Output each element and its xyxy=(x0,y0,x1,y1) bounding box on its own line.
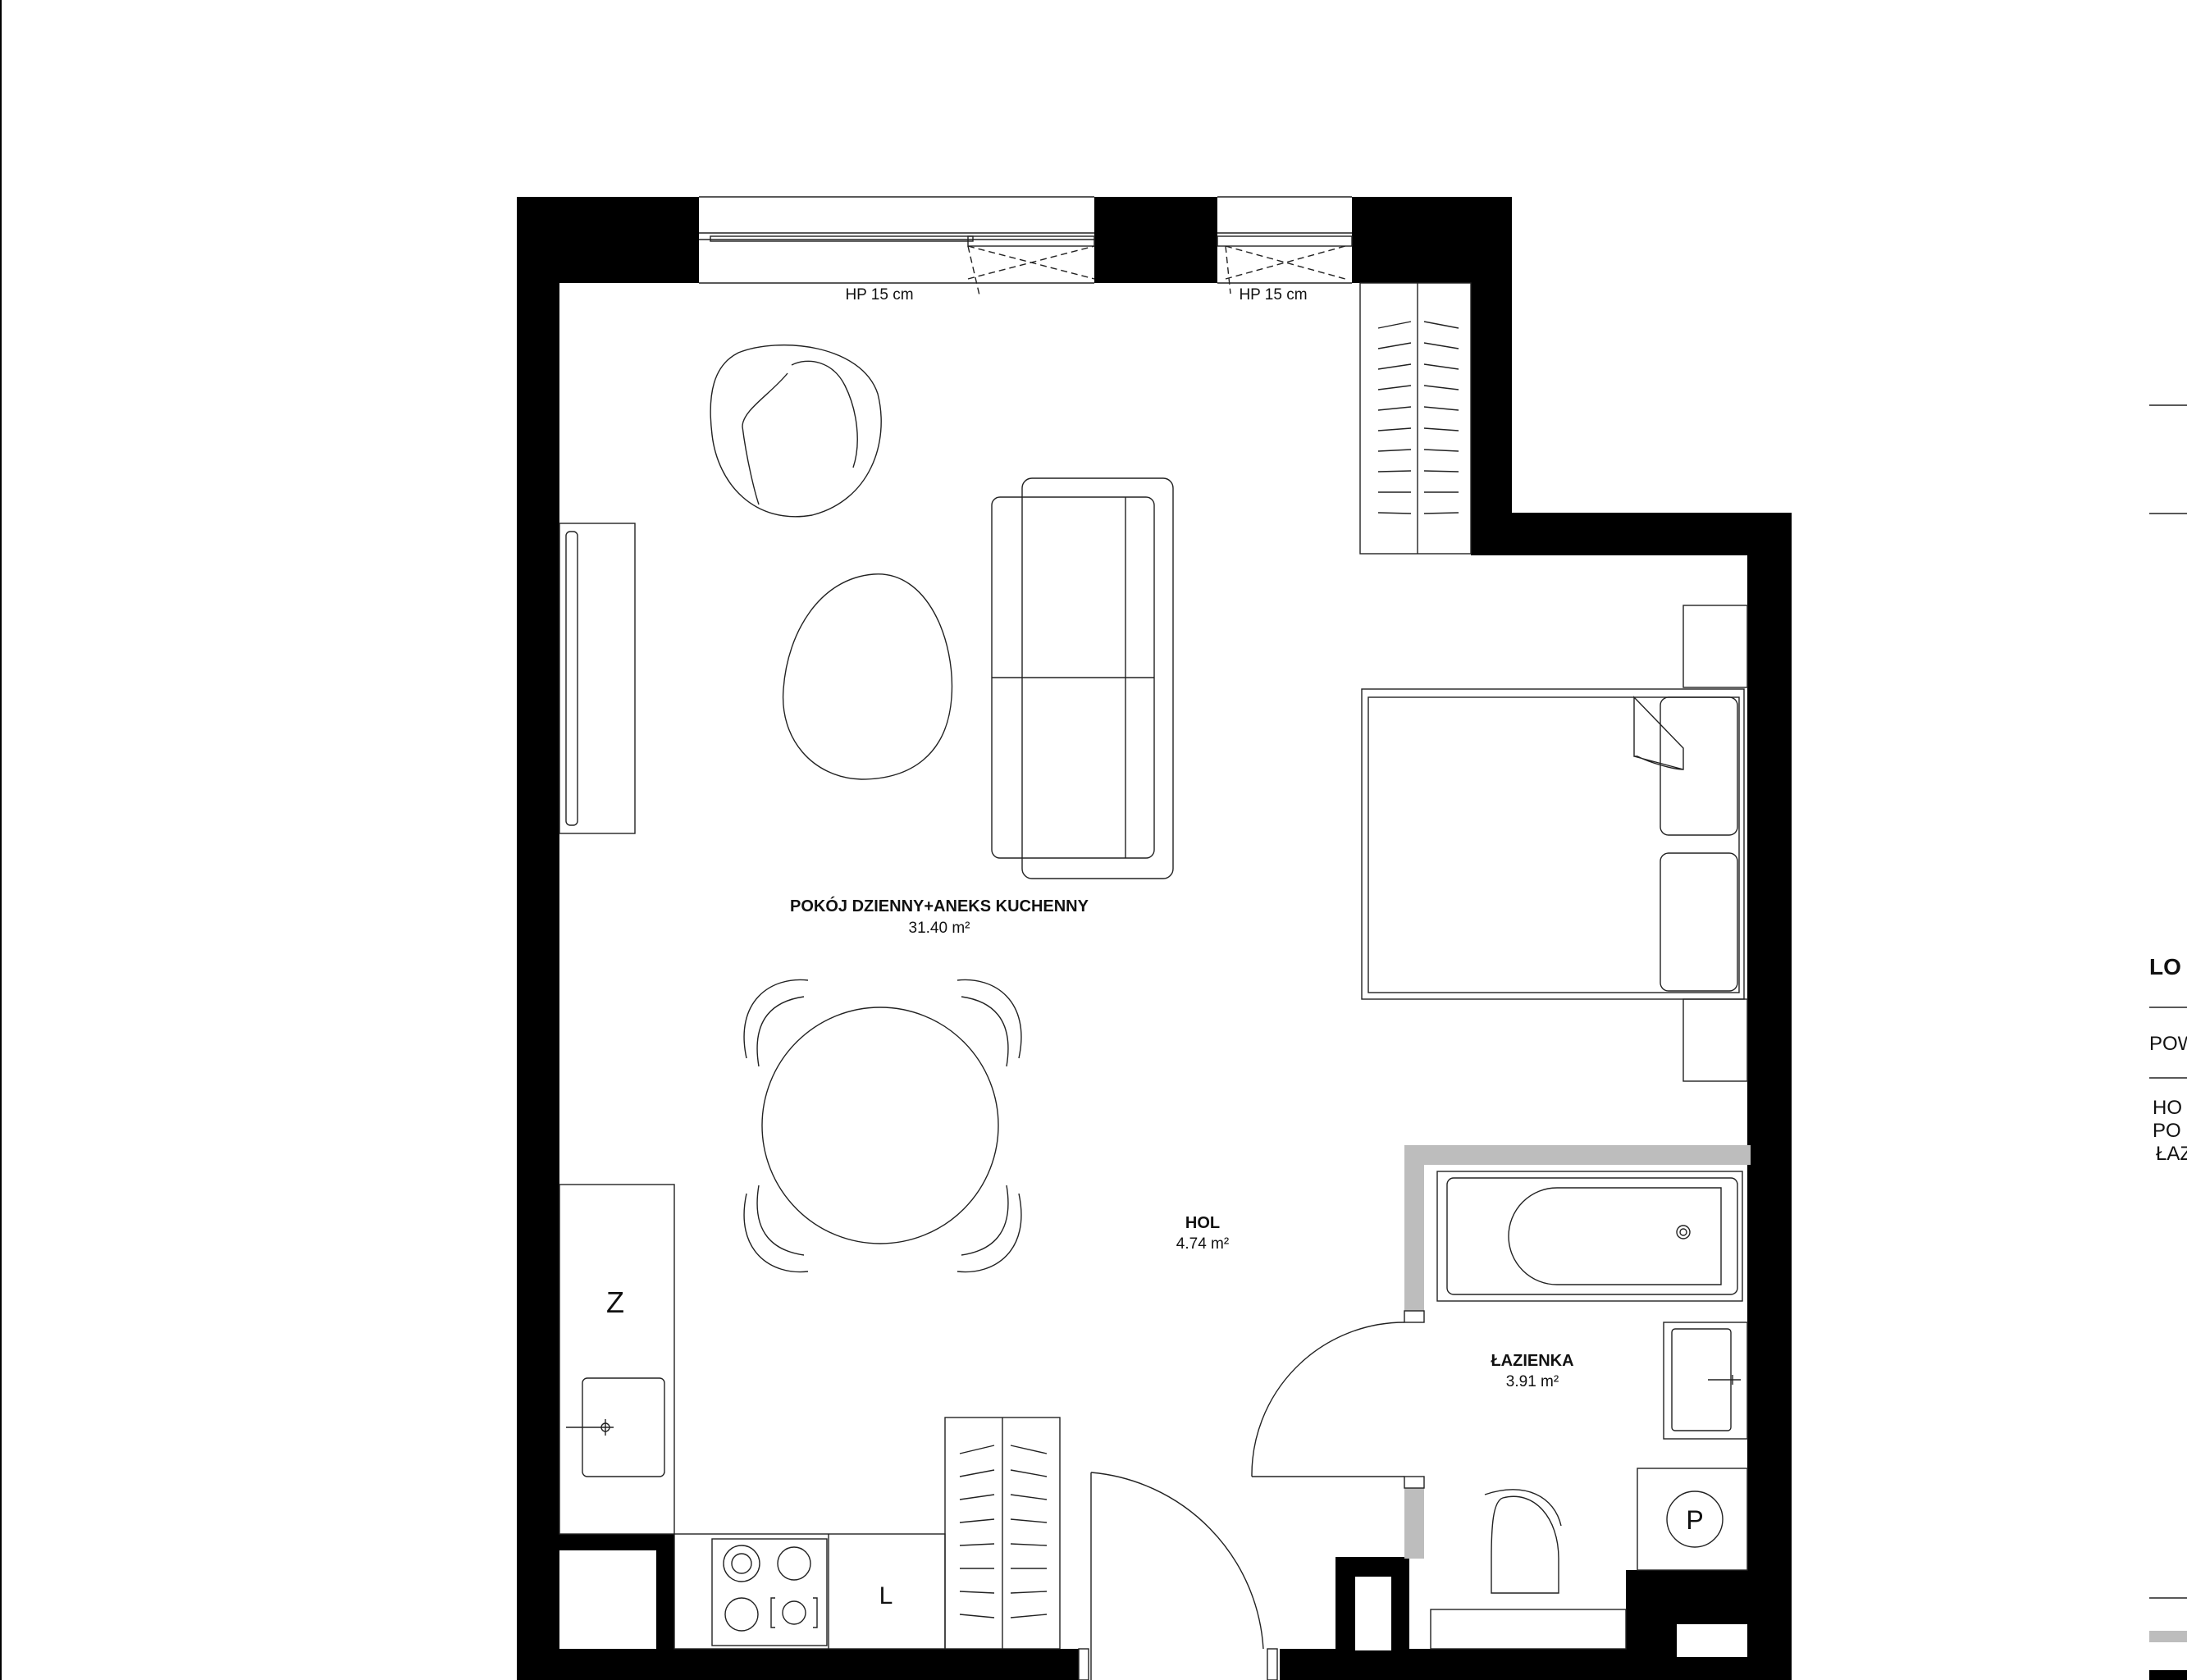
washer-mark: P xyxy=(1686,1505,1703,1535)
exterior-walls xyxy=(517,197,1792,1680)
toilet xyxy=(1430,1489,1627,1650)
washing-machine xyxy=(1637,1468,1748,1571)
legend-panel: LO POW HO PO ŁAZ xyxy=(2149,404,2187,1680)
tv-cabinet xyxy=(559,523,636,834)
wardrobe-bottom xyxy=(944,1417,1061,1650)
hall-area: 4.74 m² xyxy=(1176,1235,1229,1253)
bathroom-area: 3.91 m² xyxy=(1506,1373,1559,1390)
bathroom-name: ŁAZIENKA xyxy=(1491,1352,1573,1370)
window-right xyxy=(1217,196,1353,294)
armchair xyxy=(710,345,882,518)
window-left-sill-note: HP 15 cm xyxy=(845,286,913,304)
window-left xyxy=(699,196,1095,296)
kitchen-counter xyxy=(559,1184,946,1650)
bed xyxy=(1361,605,1748,1082)
legend-title: LO xyxy=(2149,954,2181,979)
pouf xyxy=(782,573,953,780)
dishwasher-mark: L xyxy=(879,1582,893,1609)
legend-row-bathroom: ŁAZ xyxy=(2156,1143,2187,1165)
page-left-border xyxy=(0,0,2,1680)
bathtub xyxy=(1436,1171,1743,1302)
hall-name: HOL xyxy=(1185,1214,1220,1232)
washbasin xyxy=(1663,1322,1748,1440)
living-room-area: 31.40 m² xyxy=(909,920,970,937)
legend-row-hall: HO xyxy=(2153,1097,2182,1119)
fridge-mark: Z xyxy=(606,1285,624,1319)
bathroom-door xyxy=(1251,1322,1405,1477)
wardrobe-top xyxy=(1359,282,1472,555)
window-right-sill-note: HP 15 cm xyxy=(1239,286,1307,304)
dining-set xyxy=(743,979,1022,1273)
legend-row-living: PO xyxy=(2153,1120,2181,1142)
legend-subtitle: POW xyxy=(2149,1033,2187,1055)
sofa xyxy=(991,477,1174,879)
living-room-name: POKÓJ DZIENNY+ANEKS KUCHENNY xyxy=(790,896,1089,915)
bathroom-partition xyxy=(1404,1145,1751,1559)
entrance-door xyxy=(1078,1472,1278,1680)
